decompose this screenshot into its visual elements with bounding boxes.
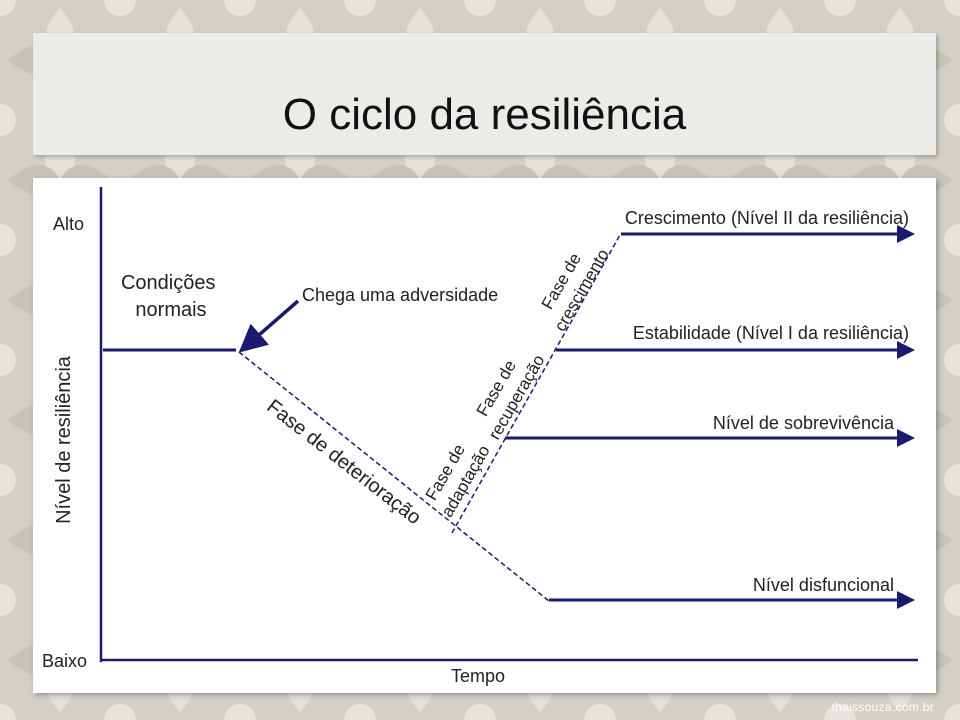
normal-conditions-label: Condições normais — [121, 272, 221, 321]
dysfunctional-level-label: Nível disfuncional — [753, 575, 894, 595]
title-box: O ciclo da resiliência — [33, 33, 936, 155]
y-high-label: Alto — [53, 214, 84, 234]
watermark: thaissouza.com.br — [831, 700, 934, 714]
deterioration-phase-label: Fase de deterioração — [262, 395, 424, 529]
recovery-phase-label: Fase de recuperação — [466, 341, 549, 443]
y-low-label: Baixo — [42, 651, 87, 671]
y-axis-label: Nível de resiliência — [53, 355, 75, 524]
adversity-arrow — [238, 299, 300, 353]
rise-line — [451, 234, 621, 534]
slide-title: O ciclo da resiliência — [282, 90, 687, 139]
adaptation-phase-label: Fase de adaptação — [418, 431, 493, 520]
growth-level-label: Crescimento (Nível II da resiliência) — [625, 208, 909, 228]
diagram-panel — [33, 178, 936, 693]
x-axis-label: Tempo — [451, 666, 505, 686]
adversity-label: Chega uma adversidade — [302, 285, 498, 305]
stability-level-label: Estabilidade (Nível I da resiliência) — [633, 323, 909, 343]
deterioration-line — [238, 351, 550, 602]
survival-level-label: Nível de sobrevivência — [713, 413, 895, 433]
growth-phase-label: Fase de crescimento — [531, 235, 612, 335]
